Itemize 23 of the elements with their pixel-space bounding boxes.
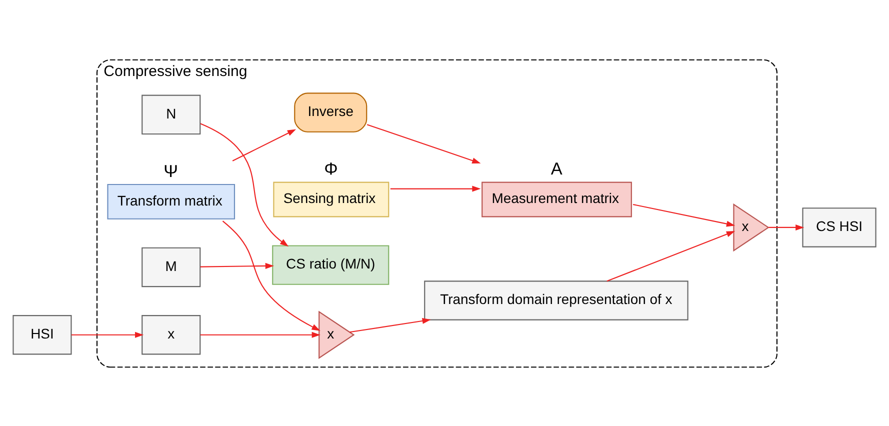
- arrow: [632, 203, 736, 226]
- node-box: Transform domain representation of x: [424, 280, 688, 320]
- arrow: [390, 185, 481, 192]
- arrow: [350, 317, 431, 332]
- arrow: [71, 331, 144, 338]
- node-box: N: [142, 94, 201, 134]
- node-box: M: [142, 246, 201, 287]
- node-box: Inverse: [294, 92, 368, 132]
- arrow: [200, 262, 274, 268]
- node-label: Ψ: [164, 160, 178, 180]
- node-label: Φ: [324, 158, 338, 178]
- arrow: [366, 124, 481, 163]
- node-label: A: [550, 158, 562, 178]
- node-box: x: [142, 314, 201, 354]
- arrow: [232, 128, 296, 161]
- arrow: [768, 224, 804, 230]
- arrow: [222, 220, 320, 330]
- node-box: CS ratio (M/N): [272, 244, 390, 284]
- node-box: HSI: [12, 314, 72, 354]
- node-box: CS HSI: [802, 207, 876, 247]
- arrow: [606, 230, 736, 282]
- arrow: [200, 122, 289, 246]
- arrow: [200, 331, 320, 338]
